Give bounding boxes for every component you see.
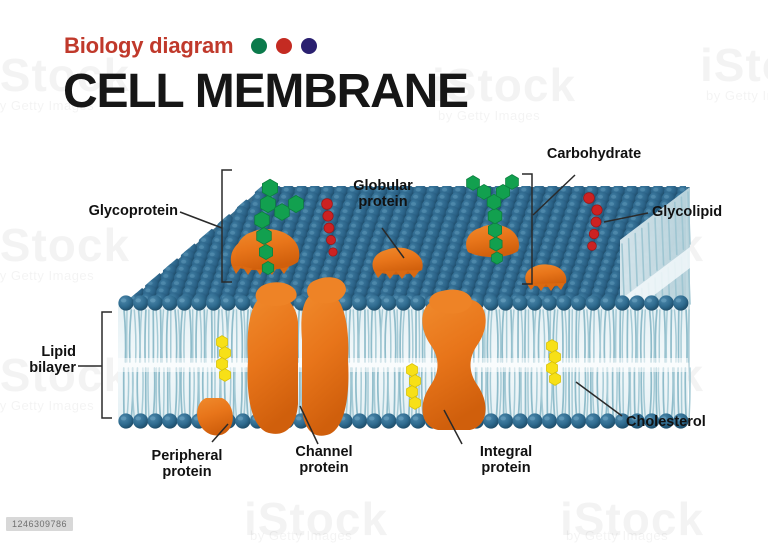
watermark-byline: by Getty Images [250,528,352,543]
glycolipid-chain-right [583,192,603,251]
globular-protein-shape-3 [525,264,567,291]
integral-protein-shape [422,289,486,430]
watermark-brand: iStock [700,38,768,92]
carbohydrate-chain [466,174,519,265]
label-peripheral-protein: Peripheral protein [151,448,223,481]
leader-peripheral-protein [211,423,229,443]
glycoprotein-carbohydrate-chain [254,178,304,276]
leader-cholesterol [575,381,623,417]
watermark-byline: by Getty Images [0,98,94,113]
annotation-lines [78,169,649,445]
label-channel-protein: Channel protein [295,444,353,477]
glycolipid-chain-left [321,198,338,257]
bracket-glycoprotein [221,169,232,283]
cholesterol-molecules [216,335,561,410]
peripheral-protein-shape [197,398,233,436]
header-dots [251,38,317,54]
bracket-carbohydrate [522,173,533,285]
label-globular-protein: Globular protein [353,178,413,211]
watermark-byline: by Getty Images [706,88,768,103]
page-title: CELL MEMBRANE [63,65,469,118]
watermark-byline: by Getty Images [566,528,668,543]
label-integral-protein: Integral protein [479,444,533,477]
watermark-brand: iStock [244,492,388,546]
bracket-lipid-bilayer [101,311,112,419]
label-cholesterol: Cholesterol [626,414,706,430]
purple-dot [301,38,317,54]
green-dot [251,38,267,54]
leader-glycolipid [603,212,649,223]
globular-protein-shape-2 [372,247,423,279]
label-lipid-bilayer: Lipid bilayer [29,344,76,377]
label-glycoprotein: Glycoprotein [88,203,178,219]
label-carbohydrate: Carbohydrate [546,146,642,162]
leader-carbohydrate [532,174,576,216]
leader-channel-protein [299,405,319,445]
label-glycolipid: Glycolipid [652,204,723,220]
watermark-brand: iStock [0,48,130,102]
watermark-brand: iStock [432,58,576,112]
watermark-brand: iStock [560,492,704,546]
leader-integral-protein [443,409,463,445]
watermark-byline: by Getty Images [438,108,540,123]
watermark-byline: by Getty Images [0,398,94,413]
watermark-brand: iStock [0,218,130,272]
watermark-byline: by Getty Images [0,268,94,283]
leader-globular-protein [381,227,405,259]
channel-protein-shape [247,277,349,436]
watermark-brand: iStock [0,348,130,402]
leader-glycoprotein [179,211,223,229]
kicker-text: Biology diagram [64,33,234,58]
red-dot [276,38,292,54]
image-id-badge: 1246309786 [6,517,74,531]
